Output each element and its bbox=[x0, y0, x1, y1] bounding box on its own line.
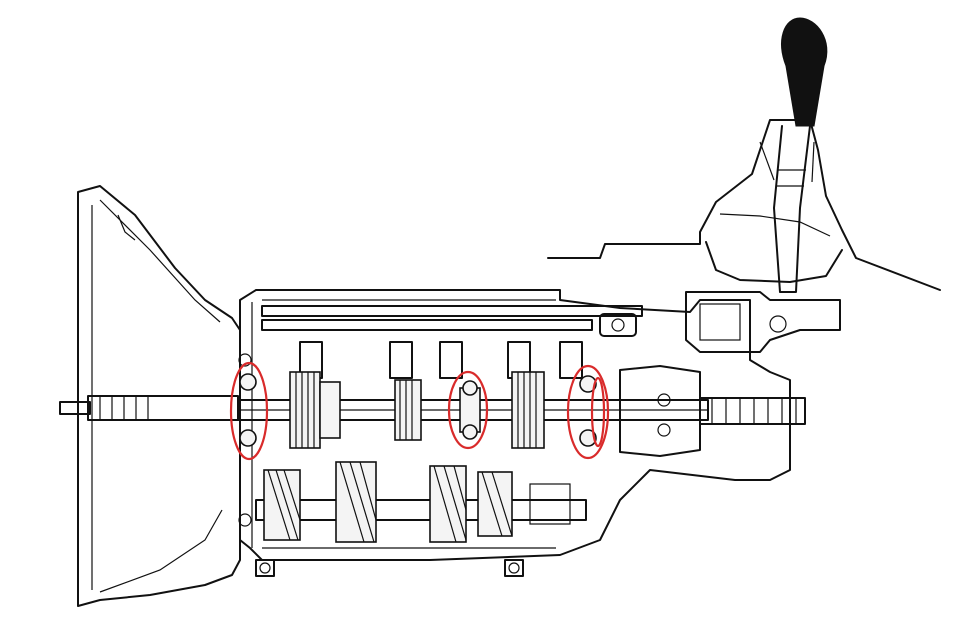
shifter-tower bbox=[685, 291, 841, 353]
countershaft bbox=[255, 461, 587, 543]
highlight-synchro bbox=[447, 370, 489, 450]
highlight-input-bearing bbox=[229, 361, 269, 461]
highlight-center-bearing bbox=[566, 364, 610, 460]
shift-boot bbox=[547, 119, 941, 291]
main-shaft-gears bbox=[289, 371, 545, 449]
shift-lever bbox=[773, 125, 811, 293]
output-shaft bbox=[699, 397, 806, 425]
highlight-marks bbox=[229, 361, 610, 461]
bearings bbox=[239, 373, 597, 447]
input-shaft bbox=[59, 395, 239, 421]
shift-knob bbox=[781, 17, 828, 127]
extension-housing bbox=[619, 365, 701, 457]
highlight-output-bearing bbox=[590, 376, 606, 448]
shift-rails bbox=[261, 305, 643, 379]
